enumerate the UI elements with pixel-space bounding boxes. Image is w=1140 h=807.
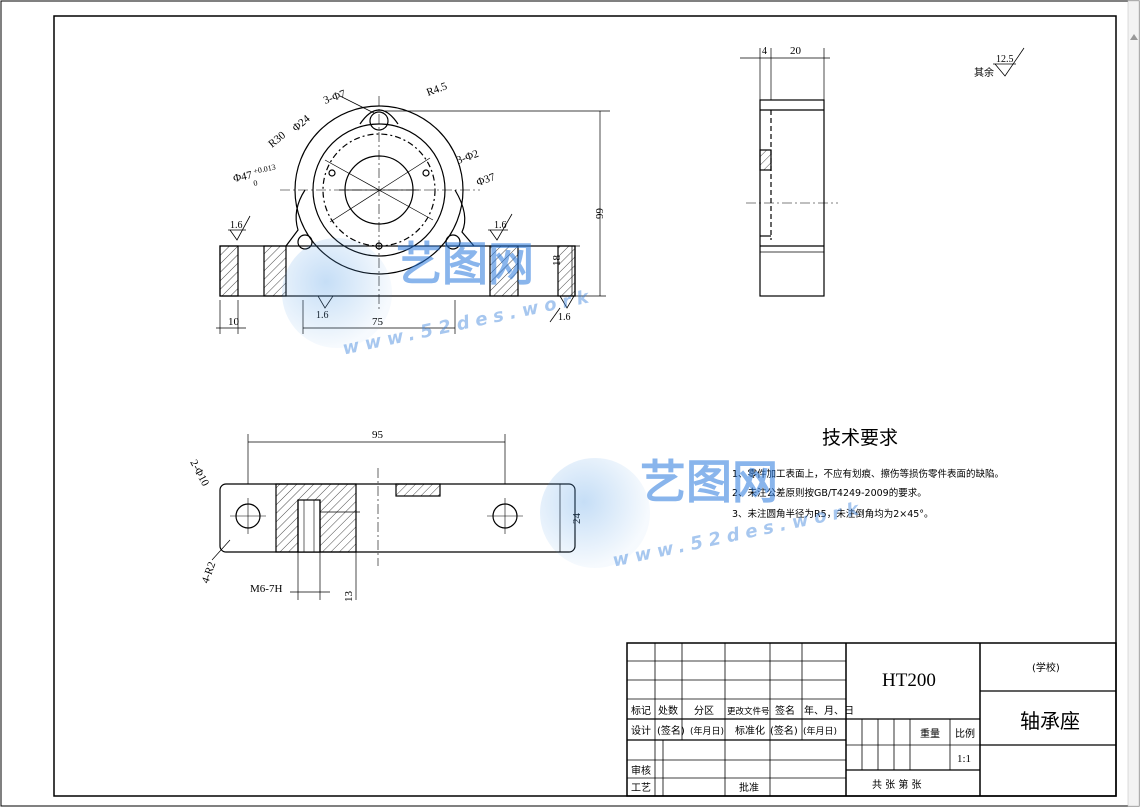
- label-depth-13: 13: [343, 591, 355, 603]
- label-bore-tol-low: 0: [253, 178, 259, 188]
- standardization-date: (年月日): [803, 725, 837, 737]
- label-bore-tol-up: +0.013: [253, 162, 277, 175]
- title-material: HT200: [882, 670, 936, 691]
- header-date: 年、月、日: [804, 704, 854, 717]
- label-rough-right: 1.6: [494, 220, 507, 231]
- label-r-outer: R4.5: [425, 80, 449, 99]
- process-label: 工艺: [631, 782, 651, 794]
- label-height-base: 18: [551, 255, 563, 267]
- scroll-up-icon[interactable]: [1130, 34, 1138, 40]
- sheets-label: 共 张 第 张: [872, 778, 922, 791]
- scale-label: 比例: [955, 727, 975, 740]
- label-dim-4: 4: [762, 46, 767, 57]
- label-holes-top: 3-Φ7: [322, 88, 348, 107]
- tech-requirement-3: 3、未注圆角半径为R5，未注倒角均为2×45°。: [732, 508, 934, 520]
- label-r30: R30: [266, 129, 288, 150]
- scale-value: 1:1: [957, 753, 971, 765]
- roughness-note-value: 12.5: [996, 54, 1014, 65]
- label-rough-bottom: 1.6: [316, 310, 329, 321]
- title-part-name: 轴承座: [1020, 709, 1080, 733]
- header-zone: 分区: [694, 705, 714, 717]
- label-rough-base-right: 1.6: [558, 312, 571, 323]
- label-span-95: 95: [372, 429, 384, 441]
- standardization-label: 标准化: [735, 724, 765, 737]
- label-width-75: 75: [372, 316, 384, 328]
- inner-frame: [53, 15, 1117, 797]
- label-holes-small: 3-Φ2: [455, 148, 480, 167]
- title-school: (学校): [1032, 661, 1060, 674]
- label-dim-20: 20: [790, 45, 802, 57]
- approve-label: 批准: [739, 781, 759, 794]
- header-count: 处数: [658, 704, 678, 717]
- label-rough-left: 1.6: [230, 220, 243, 231]
- scrollbar-track[interactable]: [1127, 0, 1140, 807]
- front-view: [216, 95, 610, 334]
- header-mark: 标记: [631, 705, 651, 717]
- roughness-note-text: 其余: [974, 66, 994, 79]
- label-dia37: Φ37: [475, 171, 497, 189]
- top-view: [211, 434, 576, 600]
- label-width-24: 24: [571, 513, 583, 525]
- label-bore: Φ47: [232, 169, 254, 185]
- design-date: (年月日): [690, 725, 724, 737]
- tech-requirement-1: 1、零件加工表面上，不应有划痕、擦伤等损伤零件表面的缺陷。: [732, 468, 1004, 480]
- side-view: [740, 48, 838, 297]
- tech-requirements-title: 技术要求: [822, 427, 898, 449]
- standardization-signature: (签名): [770, 724, 798, 737]
- title-block: [626, 642, 1117, 797]
- header-signature: 签名: [775, 704, 795, 717]
- label-corner-r: 4-R2: [200, 560, 219, 585]
- label-dia24: Φ24: [290, 113, 313, 135]
- weight-label: 重量: [920, 727, 940, 740]
- design-label: 设计: [631, 724, 651, 737]
- tech-requirement-2: 2、未注公差原则按GB/T4249-2009的要求。: [732, 487, 927, 499]
- design-signature: (签名): [657, 724, 685, 737]
- label-thread: M6-7H: [250, 583, 282, 595]
- label-width-10: 10: [228, 316, 240, 328]
- roughness-note: [993, 47, 1025, 77]
- review-label: 审核: [631, 764, 651, 777]
- label-height-total: 66: [593, 208, 605, 220]
- header-change-doc: 更改文件号: [727, 706, 770, 717]
- label-holes-2: 2-Φ10: [187, 458, 211, 489]
